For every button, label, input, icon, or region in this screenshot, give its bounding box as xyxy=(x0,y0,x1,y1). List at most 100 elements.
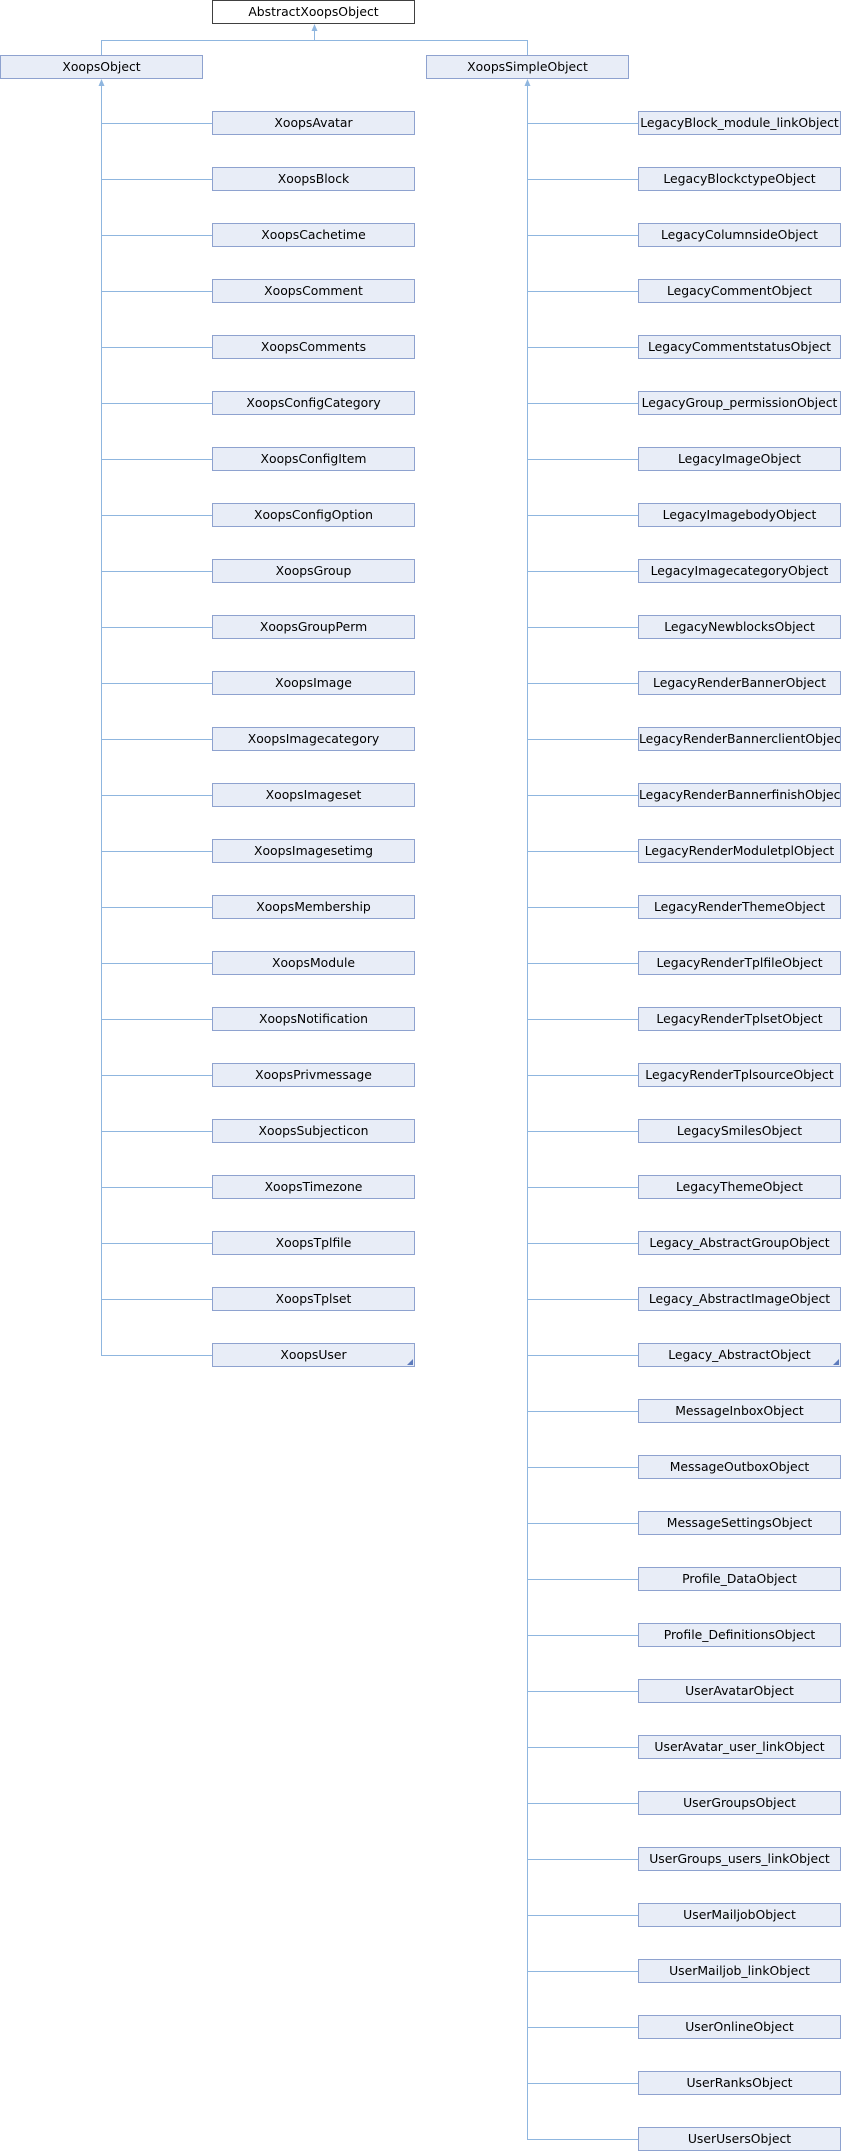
class-node-label: LegacyRenderTplsetObject xyxy=(656,1011,823,1026)
class-node-label: XoopsTplset xyxy=(275,1291,352,1306)
class-node-legacyrendertplsourceobject[interactable]: LegacyRenderTplsourceObject xyxy=(638,1063,841,1087)
class-node-profile-dataobject[interactable]: Profile_DataObject xyxy=(638,1567,841,1591)
class-node-xoopsimage[interactable]: XoopsImage xyxy=(212,671,415,695)
class-node-xoopstplfile[interactable]: XoopsTplfile xyxy=(212,1231,415,1255)
class-node-xoopsmodule[interactable]: XoopsModule xyxy=(212,951,415,975)
class-node-legacysmilesobject[interactable]: LegacySmilesObject xyxy=(638,1119,841,1143)
class-node-legacyrenderthemeobject[interactable]: LegacyRenderThemeObject xyxy=(638,895,841,919)
class-node-legacycolumnsideobject[interactable]: LegacyColumnsideObject xyxy=(638,223,841,247)
class-node-useronlineobject[interactable]: UserOnlineObject xyxy=(638,2015,841,2039)
class-node-label: MessageOutboxObject xyxy=(669,1459,810,1474)
class-node-label: UserUsersObject xyxy=(687,2131,792,2146)
class-node-xoopsconfigoption[interactable]: XoopsConfigOption xyxy=(212,503,415,527)
class-node-legacy-abstractgroupobject[interactable]: Legacy_AbstractGroupObject xyxy=(638,1231,841,1255)
class-node-legacynewblocksobject[interactable]: LegacyNewblocksObject xyxy=(638,615,841,639)
class-node-usergroupsobject[interactable]: UserGroupsObject xyxy=(638,1791,841,1815)
class-node-label: LegacyBlockctypeObject xyxy=(663,171,816,186)
class-node-label: Legacy_AbstractImageObject xyxy=(648,1291,831,1306)
class-node-label: LegacyRenderBannerObject xyxy=(653,675,826,690)
class-node-label: XoopsAvatar xyxy=(274,115,353,130)
class-node-label: XoopsImage xyxy=(275,675,352,690)
class-node-xoopsimagecategory[interactable]: XoopsImagecategory xyxy=(212,727,415,751)
class-node-label: Legacy_AbstractObject xyxy=(668,1347,811,1362)
class-node-xoopsblock[interactable]: XoopsBlock xyxy=(212,167,415,191)
class-node-xoopstimezone[interactable]: XoopsTimezone xyxy=(212,1175,415,1199)
class-node-label: XoopsGroupPerm xyxy=(259,619,368,634)
class-node-legacy-abstractobject[interactable]: Legacy_AbstractObject xyxy=(638,1343,841,1367)
class-node-legacyrendermoduletplobject[interactable]: LegacyRenderModuletplObject xyxy=(638,839,841,863)
class-node-legacyimagecategoryobject[interactable]: LegacyImagecategoryObject xyxy=(638,559,841,583)
class-node-xoopsimageset[interactable]: XoopsImageset xyxy=(212,783,415,807)
class-node-legacyrendertplsetobject[interactable]: LegacyRenderTplsetObject xyxy=(638,1007,841,1031)
class-node-legacyimagebodyobject[interactable]: LegacyImagebodyObject xyxy=(638,503,841,527)
class-node-legacycommentstatusobject[interactable]: LegacyCommentstatusObject xyxy=(638,335,841,359)
class-node-xoopssimpleobject[interactable]: XoopsSimpleObject xyxy=(426,55,629,79)
class-node-xoopsnotification[interactable]: XoopsNotification xyxy=(212,1007,415,1031)
class-node-label: LegacyRenderTplsourceObject xyxy=(645,1067,834,1082)
class-node-usermailjob-linkobject[interactable]: UserMailjob_linkObject xyxy=(638,1959,841,1983)
subclass-indicator-icon xyxy=(833,1359,839,1365)
class-node-xoopscomments[interactable]: XoopsComments xyxy=(212,335,415,359)
class-node-xoopsprivmessage[interactable]: XoopsPrivmessage xyxy=(212,1063,415,1087)
class-node-xoopsavatar[interactable]: XoopsAvatar xyxy=(212,111,415,135)
class-node-profile-definitionsobject[interactable]: Profile_DefinitionsObject xyxy=(638,1623,841,1647)
class-node-legacygroup-permissionobject[interactable]: LegacyGroup_permissionObject xyxy=(638,391,841,415)
class-node-xoopsgroupperm[interactable]: XoopsGroupPerm xyxy=(212,615,415,639)
class-node-label: XoopsCachetime xyxy=(261,227,366,242)
class-node-abstractxoopsobject[interactable]: AbstractXoopsObject xyxy=(212,0,415,24)
class-node-legacyrenderbannerclientobject[interactable]: LegacyRenderBannerclientObject xyxy=(638,727,841,751)
class-node-label: XoopsConfigCategory xyxy=(246,395,381,410)
class-node-label: XoopsTplfile xyxy=(275,1235,352,1250)
class-node-xoopsmembership[interactable]: XoopsMembership xyxy=(212,895,415,919)
class-node-legacyrenderbannerobject[interactable]: LegacyRenderBannerObject xyxy=(638,671,841,695)
class-node-usermailjobobject[interactable]: UserMailjobObject xyxy=(638,1903,841,1927)
class-node-label: LegacyBlock_module_linkObject xyxy=(640,115,839,130)
class-node-useravatarobject[interactable]: UserAvatarObject xyxy=(638,1679,841,1703)
class-node-label: XoopsPrivmessage xyxy=(255,1067,372,1082)
class-node-xoopsimagesetimg[interactable]: XoopsImagesetimg xyxy=(212,839,415,863)
class-node-label: LegacyImagecategoryObject xyxy=(650,563,829,578)
class-node-label: MessageInboxObject xyxy=(675,1403,804,1418)
class-node-userusersobject[interactable]: UserUsersObject xyxy=(638,2127,841,2151)
class-node-label: Profile_DataObject xyxy=(682,1571,797,1586)
class-node-xoopsobject[interactable]: XoopsObject xyxy=(0,55,203,79)
class-node-label: XoopsComments xyxy=(260,339,367,354)
class-node-xoopsconfigcategory[interactable]: XoopsConfigCategory xyxy=(212,391,415,415)
class-node-legacycommentobject[interactable]: LegacyCommentObject xyxy=(638,279,841,303)
class-node-xoopscomment[interactable]: XoopsComment xyxy=(212,279,415,303)
class-node-label: XoopsSubjecticon xyxy=(258,1123,369,1138)
class-node-xoopsgroup[interactable]: XoopsGroup xyxy=(212,559,415,583)
class-node-messagesettingsobject[interactable]: MessageSettingsObject xyxy=(638,1511,841,1535)
class-node-label: LegacyRenderThemeObject xyxy=(653,899,826,914)
class-node-label: UserGroupsObject xyxy=(683,1795,796,1810)
class-node-label: XoopsTimezone xyxy=(264,1179,363,1194)
class-node-label: UserAvatar_user_linkObject xyxy=(654,1739,825,1754)
class-node-useravatar-user-linkobject[interactable]: UserAvatar_user_linkObject xyxy=(638,1735,841,1759)
class-node-legacyrendertplfileobject[interactable]: LegacyRenderTplfileObject xyxy=(638,951,841,975)
class-node-xoopsuser[interactable]: XoopsUser xyxy=(212,1343,415,1367)
class-node-label: LegacyGroup_permissionObject xyxy=(641,395,838,410)
class-node-xoopscachetime[interactable]: XoopsCachetime xyxy=(212,223,415,247)
class-node-label: Profile_DefinitionsObject xyxy=(663,1627,816,1642)
class-node-messageoutboxobject[interactable]: MessageOutboxObject xyxy=(638,1455,841,1479)
class-node-xoopsconfigitem[interactable]: XoopsConfigItem xyxy=(212,447,415,471)
class-node-label: LegacyThemeObject xyxy=(675,1179,803,1194)
class-node-label: XoopsGroup xyxy=(275,563,352,578)
class-node-label: LegacySmilesObject xyxy=(676,1123,803,1138)
class-node-label: XoopsComment xyxy=(264,283,363,298)
class-node-usergroups-users-linkobject[interactable]: UserGroups_users_linkObject xyxy=(638,1847,841,1871)
class-node-label: XoopsBlock xyxy=(277,171,350,186)
class-node-legacythemeobject[interactable]: LegacyThemeObject xyxy=(638,1175,841,1199)
class-node-xoopstplset[interactable]: XoopsTplset xyxy=(212,1287,415,1311)
class-node-label: XoopsImagesetimg xyxy=(253,843,374,858)
class-node-messageinboxobject[interactable]: MessageInboxObject xyxy=(638,1399,841,1423)
class-node-legacyblockctypeobject[interactable]: LegacyBlockctypeObject xyxy=(638,167,841,191)
class-node-legacyblock-module-linkobject[interactable]: LegacyBlock_module_linkObject xyxy=(638,111,841,135)
class-node-legacyrenderbannerfinishobject[interactable]: LegacyRenderBannerfinishObject xyxy=(638,783,841,807)
class-node-xoopssubjecticon[interactable]: XoopsSubjecticon xyxy=(212,1119,415,1143)
class-node-label: LegacyCommentstatusObject xyxy=(647,339,832,354)
class-node-legacy-abstractimageobject[interactable]: Legacy_AbstractImageObject xyxy=(638,1287,841,1311)
class-node-legacyimageobject[interactable]: LegacyImageObject xyxy=(638,447,841,471)
class-node-userranksobject[interactable]: UserRanksObject xyxy=(638,2071,841,2095)
class-node-label: Legacy_AbstractGroupObject xyxy=(649,1235,830,1250)
